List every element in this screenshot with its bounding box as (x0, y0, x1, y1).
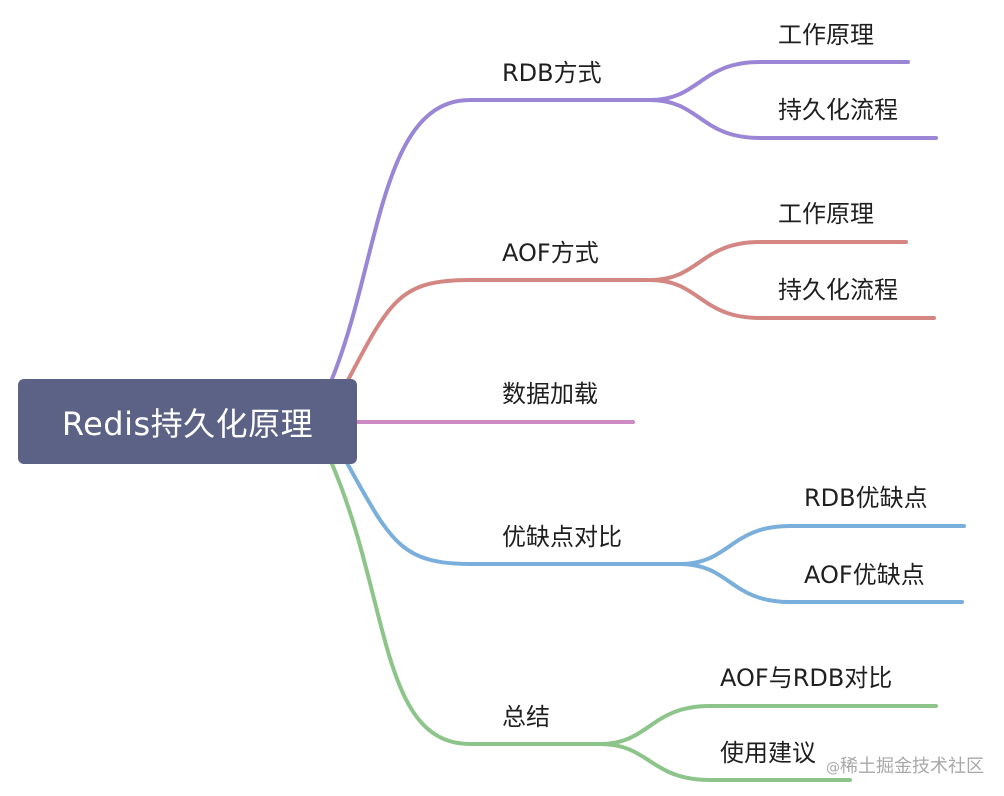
edge-aof-flow (648, 278, 936, 320)
branch-aof-label[interactable]: AOF方式 (502, 239, 599, 267)
edge-compare-aof (678, 562, 964, 604)
at-icon: @ (826, 760, 840, 776)
branch-summary-label[interactable]: 总结 (502, 703, 550, 731)
branch-load-label[interactable]: 数据加载 (502, 380, 598, 408)
edge-root-summary (330, 462, 602, 746)
compare-child-rdb[interactable]: RDB优缺点 (804, 484, 928, 512)
edge-root-aof (345, 278, 652, 384)
edge-rdb-principle (648, 60, 910, 102)
rdb-child-flow[interactable]: 持久化流程 (778, 96, 898, 124)
summary-child-advice[interactable]: 使用建议 (720, 739, 816, 767)
root-label: Redis持久化原理 (61, 404, 314, 443)
watermark: @稀土掘金技术社区 (826, 752, 984, 778)
rdb-child-principle[interactable]: 工作原理 (778, 21, 874, 49)
branch-compare-label[interactable]: 优缺点对比 (502, 523, 622, 551)
aof-child-flow[interactable]: 持久化流程 (778, 276, 898, 304)
root-node[interactable]: Redis持久化原理 (18, 379, 357, 464)
edge-root-compare (345, 461, 682, 566)
edge-summary-advice (598, 742, 852, 782)
compare-child-aof[interactable]: AOF优缺点 (804, 561, 925, 589)
edge-aof-principle (648, 240, 908, 282)
aof-child-principle[interactable]: 工作原理 (778, 200, 874, 228)
edge-compare-rdb (678, 524, 966, 566)
edge-summary-compare (598, 704, 938, 746)
edge-rdb-flow (648, 98, 938, 140)
branch-rdb-label[interactable]: RDB方式 (502, 59, 602, 87)
watermark-text: 稀土掘金技术社区 (840, 756, 984, 777)
summary-child-compare[interactable]: AOF与RDB对比 (720, 664, 893, 692)
edge-root-rdb (330, 98, 652, 381)
